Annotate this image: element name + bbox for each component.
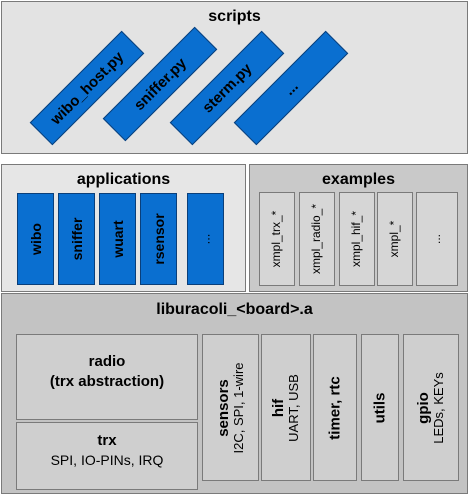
app-wibo[interactable]: wibo: [17, 193, 54, 285]
app-label: wibo: [27, 223, 44, 255]
example-trx[interactable]: xmpl_trx_*: [259, 192, 295, 286]
examples-panel: examples xmpl_trx_* xmpl_radio_* xmpl_hi…: [249, 164, 468, 292]
example-label: xmpl_*: [387, 220, 402, 258]
sensors-label: sensors I2C, SPI, 1-wire: [214, 362, 246, 453]
example-label: ...: [429, 233, 444, 245]
app-label: rsensor: [150, 213, 167, 265]
example-label: xmpl_trx_*: [269, 210, 284, 268]
sensors-module[interactable]: sensors I2C, SPI, 1-wire: [202, 334, 259, 481]
applications-panel: applications wibo sniffer wuart rsensor …: [1, 164, 246, 292]
hif-subtitle: UART, USB: [286, 373, 302, 442]
app-rsensor[interactable]: rsensor: [140, 193, 177, 285]
app-label: wuart: [109, 220, 126, 258]
applications-title: applications: [76, 171, 171, 188]
radio-title: radio: [88, 353, 126, 370]
utils-title: utils: [371, 392, 389, 423]
example-generic[interactable]: xmpl_*: [377, 192, 413, 286]
timer-module[interactable]: timer, rtc: [313, 334, 357, 481]
hif-title: hif: [269, 398, 287, 417]
example-more[interactable]: ...: [416, 192, 458, 286]
library-panel: liburacoli_<board>.a radio (trx abstract…: [1, 293, 468, 494]
example-hif[interactable]: xmpl_hif_*: [339, 192, 375, 286]
examples-title: examples: [322, 171, 395, 188]
app-label: sniffer: [68, 217, 85, 261]
example-label: xmpl_hif_*: [349, 210, 364, 268]
script-label: sniffer.py: [130, 54, 190, 114]
app-more[interactable]: ...: [187, 193, 224, 285]
gpio-title: gpio: [414, 391, 432, 424]
radio-module[interactable]: radio (trx abstraction): [16, 334, 198, 420]
gpio-module[interactable]: gpio LEDs, KEYs: [403, 334, 459, 481]
app-wuart[interactable]: wuart: [99, 193, 136, 285]
trx-title: trx: [97, 432, 117, 449]
hif-label: hif UART, USB: [270, 374, 302, 442]
app-label: ...: [197, 233, 213, 245]
scripts-title: scripts: [208, 8, 261, 25]
example-label: xmpl_radio_*: [309, 203, 324, 275]
scripts-panel: scripts wibo_host.py sniffer.py sterm.py…: [1, 1, 468, 154]
utils-module[interactable]: utils: [361, 334, 399, 481]
app-sniffer[interactable]: sniffer: [58, 193, 95, 285]
trx-module[interactable]: trx SPI, IO-PINs, IRQ: [16, 422, 198, 490]
hif-module[interactable]: hif UART, USB: [261, 334, 311, 481]
sensors-subtitle: I2C, SPI, 1-wire: [230, 361, 246, 454]
gpio-label: gpio LEDs, KEYs: [415, 372, 447, 444]
timer-title: timer, rtc: [326, 375, 344, 440]
sensors-title: sensors: [214, 378, 232, 437]
library-title: liburacoli_<board>.a: [156, 301, 313, 318]
example-radio[interactable]: xmpl_radio_*: [299, 192, 335, 286]
gpio-subtitle: LEDs, KEYs: [431, 371, 447, 444]
script-label: ...: [280, 77, 302, 99]
radio-subtitle: (trx abstraction): [49, 373, 165, 390]
trx-subtitle: SPI, IO-PINs, IRQ: [50, 452, 164, 468]
